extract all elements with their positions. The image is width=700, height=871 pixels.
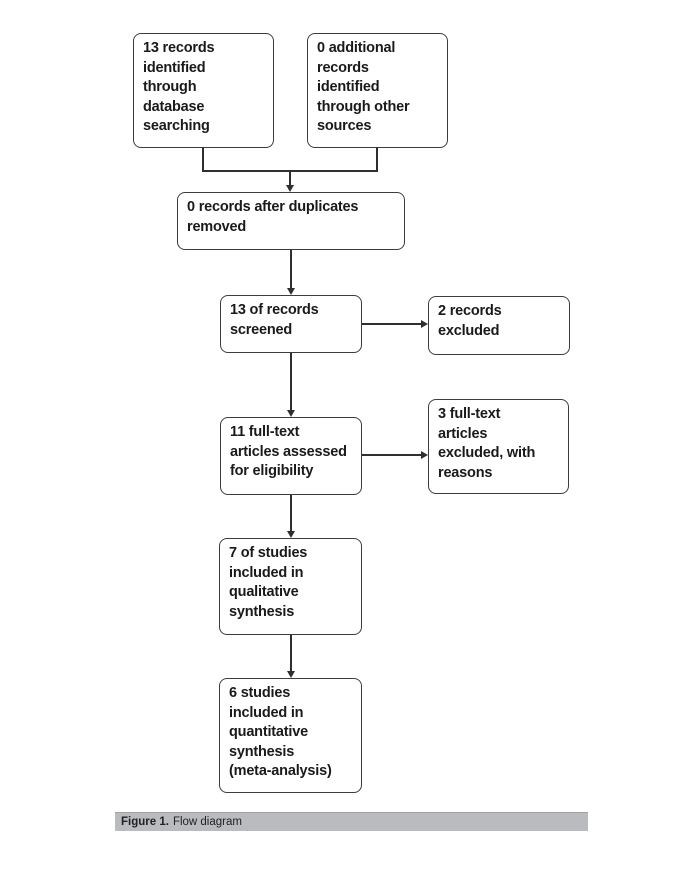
connector-qualitative-to-quantitative — [290, 635, 292, 673]
arrowhead-down-into-fulltext-icon — [287, 410, 295, 417]
flow-box-qualitative-synthesis: 7 of studies included in qualitative syn… — [219, 538, 362, 635]
flow-box-fulltext-assessed: 11 full-text articles assessed for eligi… — [220, 417, 362, 495]
connector-fulltext-to-fulltext-excluded — [362, 454, 421, 456]
flow-box-records-screened: 13 of records screened — [220, 295, 362, 353]
connector-stem-database-box — [202, 147, 204, 172]
figure-caption-label: Figure 1. — [121, 816, 169, 828]
arrowhead-down-into-duplicates-icon — [286, 185, 294, 192]
flow-box-records-after-duplicates-removed: 0 records after duplicates removed — [177, 192, 405, 250]
connector-screened-to-fulltext — [290, 353, 292, 412]
arrowhead-right-into-excluded-icon — [421, 320, 428, 328]
figure-caption-text: Flow diagram — [172, 816, 242, 828]
flow-box-quantitative-synthesis: 6 studies included in quantitative synth… — [219, 678, 362, 793]
flow-box-records-identified-database: 13 records identified through database s… — [133, 33, 274, 148]
flow-box-fulltext-excluded: 3 full-text articles excluded, with reas… — [428, 399, 569, 494]
arrowhead-right-into-fulltext-excluded-icon — [421, 451, 428, 459]
connector-duplicates-to-screened — [290, 250, 292, 290]
connector-merge-to-duplicates — [289, 170, 291, 187]
connector-fulltext-to-qualitative — [290, 495, 292, 533]
connector-stem-other-sources-box — [376, 147, 378, 172]
arrowhead-down-into-quantitative-icon — [287, 671, 295, 678]
connector-screened-to-excluded — [362, 323, 421, 325]
figure-caption-bar: Figure 1. Flow diagram — [115, 812, 588, 831]
arrowhead-down-into-qualitative-icon — [287, 531, 295, 538]
arrowhead-down-into-screened-icon — [287, 288, 295, 295]
flow-box-records-excluded: 2 records excluded — [428, 296, 570, 355]
flow-box-records-identified-other-sources: 0 additional records identified through … — [307, 33, 448, 148]
